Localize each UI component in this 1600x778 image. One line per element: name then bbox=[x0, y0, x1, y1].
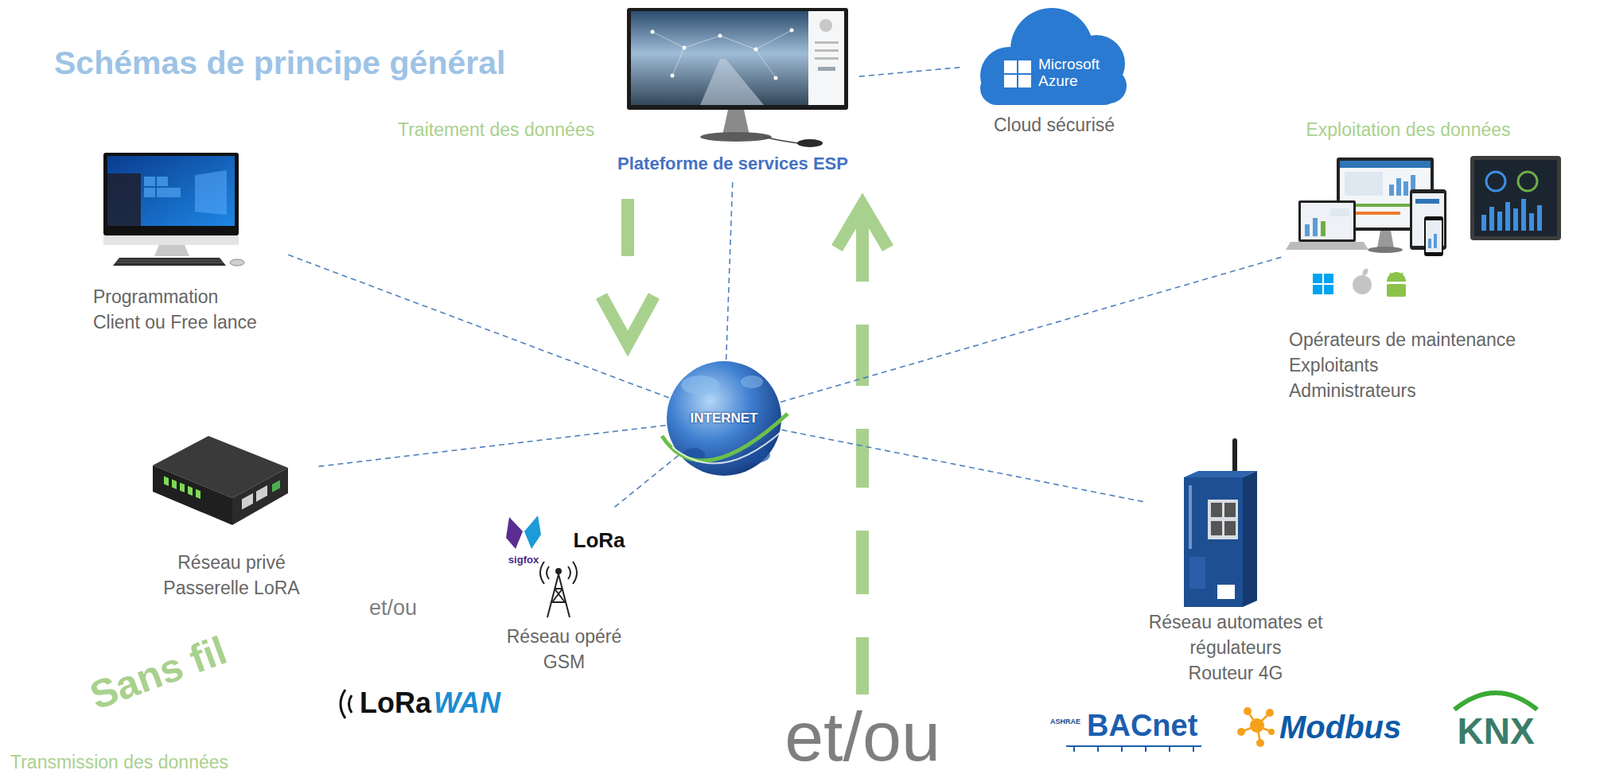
knx-arc bbox=[1454, 692, 1538, 710]
pc-illustration bbox=[103, 152, 245, 266]
or-note: et/ou bbox=[369, 595, 417, 621]
dashed-link bbox=[318, 425, 666, 468]
node-label: Programmation Client ou Free lance bbox=[93, 284, 262, 335]
internet-globe: INTERNET bbox=[665, 359, 783, 478]
devices-node: Opérateurs de maintenanceExploitantsAdmi… bbox=[1282, 147, 1572, 407]
node-label: Réseau opéré GSM bbox=[500, 623, 629, 675]
router-node: Réseau automates et régulateursRouteur 4… bbox=[1145, 433, 1329, 690]
node-label: INTERNET bbox=[690, 410, 759, 427]
logo-text: WAN bbox=[433, 685, 501, 721]
gateway-node: Réseau privé Passerelle LoRA bbox=[143, 417, 319, 605]
node-label: Réseau automates et régulateurs bbox=[1148, 609, 1324, 661]
logo-text: BACnet bbox=[1086, 708, 1198, 745]
logo-text: Modbus bbox=[1279, 708, 1402, 747]
node-label: Routeur 4G bbox=[1188, 660, 1284, 686]
dashed-link bbox=[780, 256, 1283, 403]
globe-illustration bbox=[661, 361, 788, 476]
bacnet-rail bbox=[1066, 746, 1202, 752]
node-label: sigfox bbox=[508, 553, 539, 567]
client-pc-node: Programmation Client ou Free lance bbox=[87, 147, 287, 339]
node-label: Opérateurs de maintenance bbox=[1288, 327, 1516, 353]
node-label: Plateforme de services ESP bbox=[617, 151, 849, 176]
section-heading: Exploitation des données bbox=[1305, 119, 1511, 142]
down-arrow bbox=[601, 198, 655, 344]
logo-text: Microsoft Azure bbox=[1038, 55, 1114, 90]
dashed-link bbox=[859, 66, 963, 77]
diagram-title: Schémas de principe général bbox=[54, 43, 506, 83]
logo-text: ASHRAE bbox=[1050, 717, 1081, 727]
section-heading: Traitement des données bbox=[397, 119, 595, 142]
modbus-icon bbox=[1237, 707, 1275, 748]
node-label: Cloud sécurisé bbox=[993, 112, 1115, 137]
gateway-illustration bbox=[152, 436, 289, 526]
antenna-icon bbox=[540, 561, 577, 618]
section-heading: Transmission des données bbox=[10, 751, 229, 775]
cloud-node: Microsoft AzureCloud sécurisé bbox=[962, 3, 1130, 141]
dashed-link bbox=[726, 179, 733, 360]
node-label: LoRa bbox=[573, 528, 626, 553]
node-label: Réseau privé Passerelle LoRA bbox=[158, 549, 305, 601]
azure-cloud bbox=[980, 7, 1127, 106]
logo-text: LoRa bbox=[359, 685, 432, 721]
operated-network-node: sigfox LoRaRéseau opéré GSM bbox=[497, 509, 637, 678]
monitor-illustration bbox=[626, 7, 849, 148]
platform-node: Plateforme de services ESP bbox=[612, 4, 860, 180]
router-illustration bbox=[1183, 438, 1258, 608]
node-label: Exploitants bbox=[1288, 352, 1379, 378]
dashed-link bbox=[286, 254, 670, 399]
or-note: et/ou bbox=[784, 701, 941, 772]
wireless-tag: Sans fil bbox=[83, 626, 234, 720]
lorawan-waves bbox=[340, 689, 352, 719]
dashed-link bbox=[611, 455, 678, 510]
node-label: Administrateurs bbox=[1288, 377, 1417, 404]
devices-illustration bbox=[1285, 155, 1562, 297]
dashed-link bbox=[782, 429, 1146, 503]
sigfox-icon bbox=[506, 515, 542, 549]
windows-logo bbox=[1004, 60, 1032, 88]
logo-text: KNX bbox=[1456, 712, 1534, 750]
